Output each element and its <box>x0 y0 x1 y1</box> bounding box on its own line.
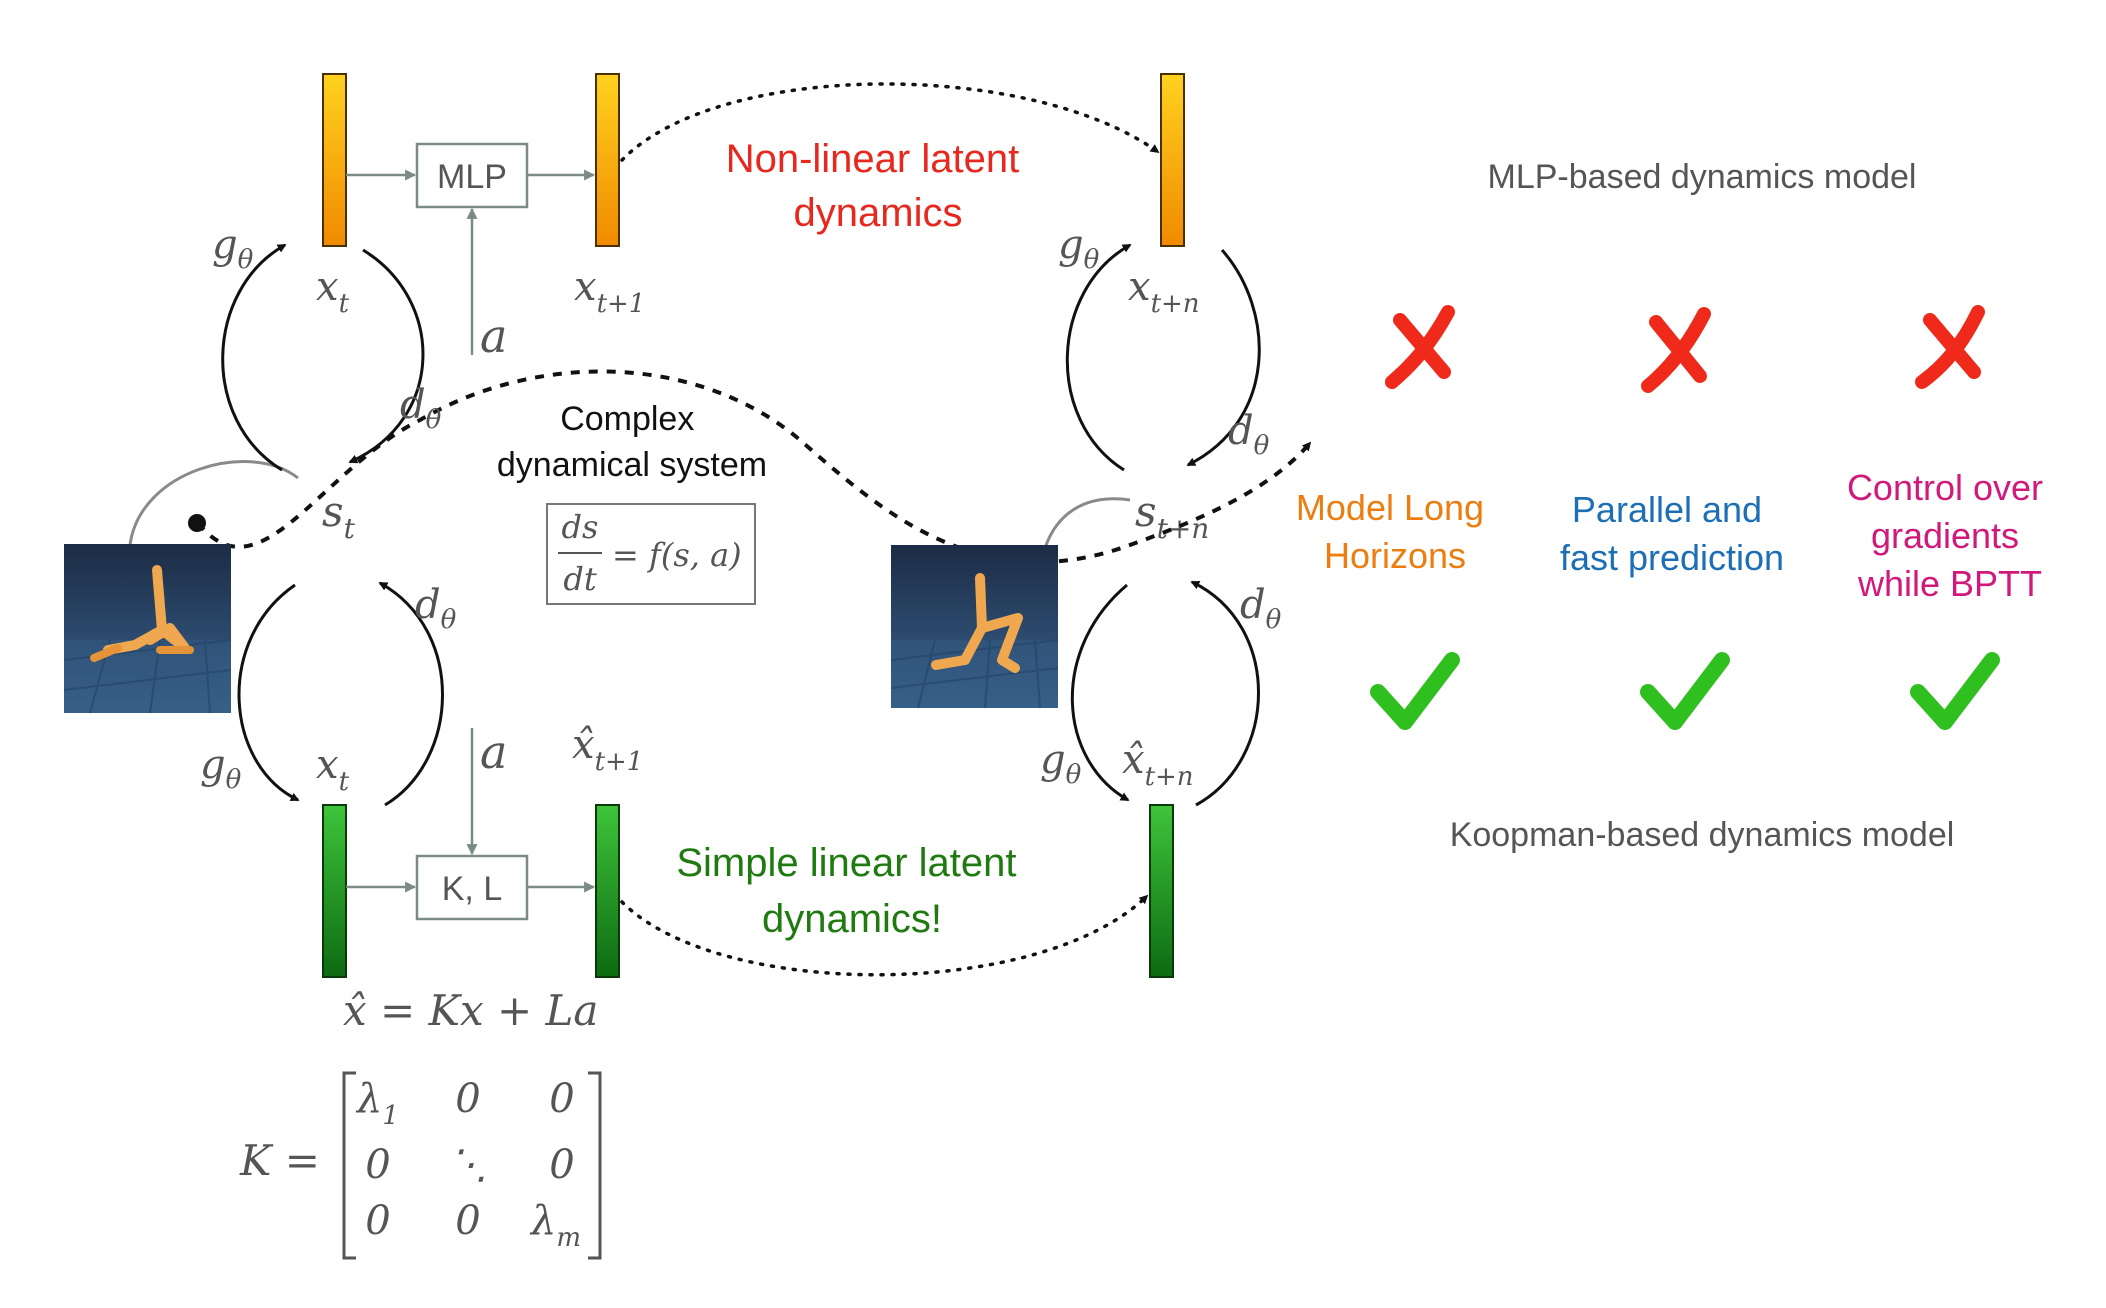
arrow-g-encoder-top-right <box>1065 243 1132 472</box>
latent-x-t1-bar <box>595 73 620 247</box>
kl-box-label: K, L <box>442 870 502 908</box>
cross-icon <box>1915 305 1985 389</box>
mlp-model-title: MLP-based dynamics model <box>1488 158 1917 196</box>
system-label-line1: Complex <box>560 400 694 438</box>
label-d-top-right: dθ <box>1228 408 1270 461</box>
mlp-box-label: MLP <box>437 158 507 196</box>
koopman-matrix: K = λ1 0 0 0 ⋱ 0 0 0 λm <box>239 1071 602 1260</box>
bottom-caption-line1: Simple linear latent <box>676 841 1016 885</box>
walker-sim-image-left <box>63 544 232 714</box>
ode-rhs: = f(s, a) <box>612 536 742 574</box>
latent-x-t-bar <box>322 73 347 247</box>
label-s-t: st <box>322 487 356 545</box>
bottom-caption: Simple linear latent dynamics! <box>676 841 1027 941</box>
label-x-tn-top: xt+n <box>1128 264 1200 319</box>
arrow-d-decoder-bottom-left <box>378 581 444 807</box>
column-label-gradient-control: Control over gradients while BPTT <box>1847 467 2053 604</box>
label-d-bottom-right: dθ <box>1240 582 1282 635</box>
column-label-parallel-prediction: Parallel and fast prediction <box>1560 489 1784 578</box>
latent-xhat-t-bar <box>322 804 347 978</box>
label-action-bottom: a <box>480 725 507 779</box>
arrow-g-encoder-bottom-left <box>237 583 300 802</box>
koopman-model-title: Koopman-based dynamics model <box>1450 816 1955 854</box>
latent-x-tn-bar <box>1160 73 1185 247</box>
ode-numerator: ds <box>562 508 599 546</box>
check-icon <box>1370 652 1460 730</box>
dotted-arrow-top <box>620 82 1160 162</box>
matrix-cell: 0 <box>455 1198 480 1244</box>
ode-denominator: dt <box>563 560 596 598</box>
walker-sim-image-right <box>890 545 1059 709</box>
label-x-t1-top: xt+1 <box>574 264 645 319</box>
top-caption-line1: Non-linear latent <box>726 137 1020 181</box>
trajectory-start-dot <box>188 514 206 532</box>
latent-xhat-t1-bar <box>595 804 620 978</box>
dotted-arrow-bottom <box>620 894 1149 977</box>
matrix-cell: λ1 <box>355 1076 399 1131</box>
label-g-bottom-left: gθ <box>200 742 242 795</box>
matrix-lhs: K = <box>239 1136 320 1185</box>
label-d-top-left: dθ <box>400 382 442 435</box>
label-xhat-t1-bottom: x̂t+1 <box>572 722 643 777</box>
label-g-bottom-right: gθ <box>1040 737 1082 790</box>
label-s-tn: st+n <box>1135 487 1209 545</box>
label-xhat-tn-bottom: x̂t+n <box>1122 737 1194 792</box>
system-label: Complex dynamical system <box>497 400 767 484</box>
matrix-cell: 0 <box>455 1076 480 1122</box>
arrow-g-encoder-top-left <box>221 243 287 472</box>
label-g-top-left: gθ <box>212 222 254 275</box>
matrix-cell: 0 <box>365 1198 390 1244</box>
arrow-d-decoder-bottom-right <box>1190 580 1260 807</box>
matrix-left-bracket <box>342 1071 356 1260</box>
matrix-cell: 0 <box>549 1142 574 1188</box>
system-label-line2: dynamical system <box>497 446 767 484</box>
trajectory-dashed <box>196 369 1312 564</box>
label-action-top: a <box>480 309 507 363</box>
arrow-d-decoder-top-right <box>1186 249 1261 467</box>
linear-equation: x̂ = Kx + La <box>343 986 598 1035</box>
check-icon <box>1910 652 2000 730</box>
matrix-cell: 0 <box>549 1076 574 1122</box>
matrix-cell: λm <box>529 1198 581 1253</box>
top-caption-line2: dynamics <box>794 191 963 235</box>
pointer-curve-left <box>128 460 299 546</box>
mlp-box <box>415 142 529 209</box>
top-caption: Non-linear latent dynamics <box>726 137 1031 235</box>
cross-icon <box>1641 307 1711 393</box>
column-label-long-horizons: Model Long Horizons <box>1296 487 1494 576</box>
label-x-t-bottom: xt <box>316 742 350 797</box>
matrix-right-bracket <box>588 1071 602 1260</box>
label-g-top-right: gθ <box>1058 222 1100 275</box>
bottom-caption-line2: dynamics! <box>762 897 942 941</box>
arrow-d-decoder-top-left <box>348 248 425 464</box>
kl-box <box>415 854 529 921</box>
ode-box: ds dt = f(s, a) <box>546 503 756 605</box>
matrix-cell: 0 <box>365 1142 390 1188</box>
arrow-g-encoder-bottom-right <box>1070 583 1130 802</box>
label-x-t-top: xt <box>316 264 350 319</box>
matrix-cell: ⋱ <box>448 1142 488 1188</box>
latent-xhat-tn-bar <box>1149 804 1174 978</box>
pointer-curve-right <box>1043 497 1131 549</box>
cross-icon <box>1385 305 1455 389</box>
label-d-bottom-left: dθ <box>415 582 457 635</box>
check-icon <box>1640 652 1730 730</box>
